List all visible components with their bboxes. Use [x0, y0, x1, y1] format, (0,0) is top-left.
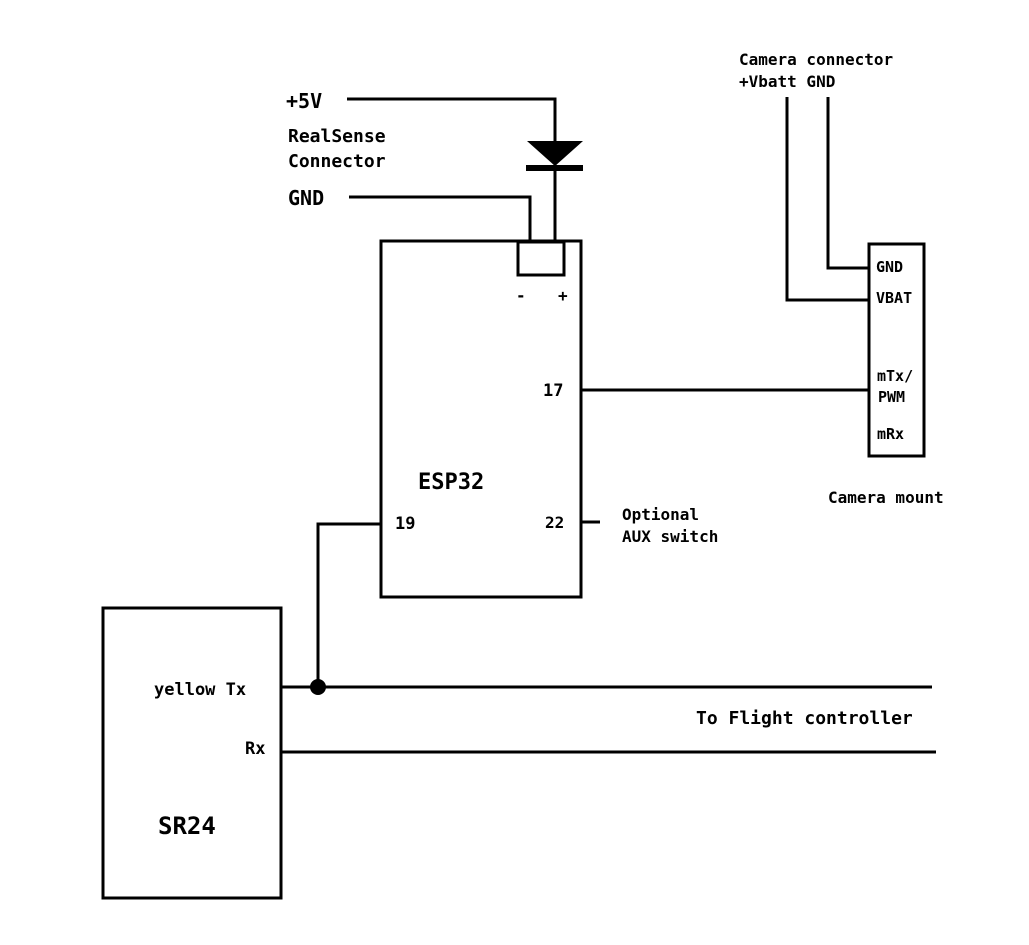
camera-connector-label-line1: Camera connector	[739, 50, 893, 69]
esp32-plus-label: +	[558, 286, 568, 305]
camera-pin-gnd: GND	[876, 258, 903, 276]
esp32-pin22-label: 22	[545, 513, 564, 532]
camera-pin-pwm: PWM	[878, 388, 905, 406]
camera-pin-vbat: VBAT	[876, 289, 912, 307]
vbatt-wire	[785, 97, 869, 302]
diode-cathode-bar	[526, 165, 583, 171]
esp32-pin19-label: 19	[395, 514, 415, 534]
esp32-pin17-label: 17	[543, 381, 563, 401]
gnd-wire	[349, 195, 532, 244]
camera-pin-mrx: mRx	[877, 425, 904, 443]
camera-mount-box	[867, 242, 926, 458]
diode-icon	[527, 141, 583, 166]
sr24-title: SR24	[158, 812, 216, 840]
plus5v-label: +5V	[286, 89, 322, 113]
esp32-power-connector	[516, 240, 566, 277]
pin19-wire	[316, 522, 381, 687]
camera-connector-label-line2: +Vbatt GND	[739, 72, 835, 91]
plus5v-wire	[347, 97, 557, 244]
esp32-box	[379, 239, 583, 599]
camera-pin-mtx: mTx/	[877, 367, 913, 385]
flight-controller-label: To Flight controller	[696, 708, 913, 729]
realsense-label-line2: Connector	[288, 151, 386, 172]
junction-dot	[310, 679, 326, 695]
esp32-title: ESP32	[418, 470, 484, 495]
gnd-label: GND	[288, 186, 324, 210]
sr24-tx-label: yellow Tx	[154, 680, 246, 700]
realsense-label-line1: RealSense	[288, 126, 386, 147]
sr24-rx-label: Rx	[245, 739, 265, 759]
sr24-box	[101, 606, 283, 900]
esp32-minus-label: -	[516, 286, 526, 305]
aux-label-line1: Optional	[622, 505, 699, 524]
aux-label-line2: AUX switch	[622, 527, 718, 546]
camera-mount-title: Camera mount	[828, 488, 944, 507]
camera-gnd-wire	[826, 97, 869, 270]
